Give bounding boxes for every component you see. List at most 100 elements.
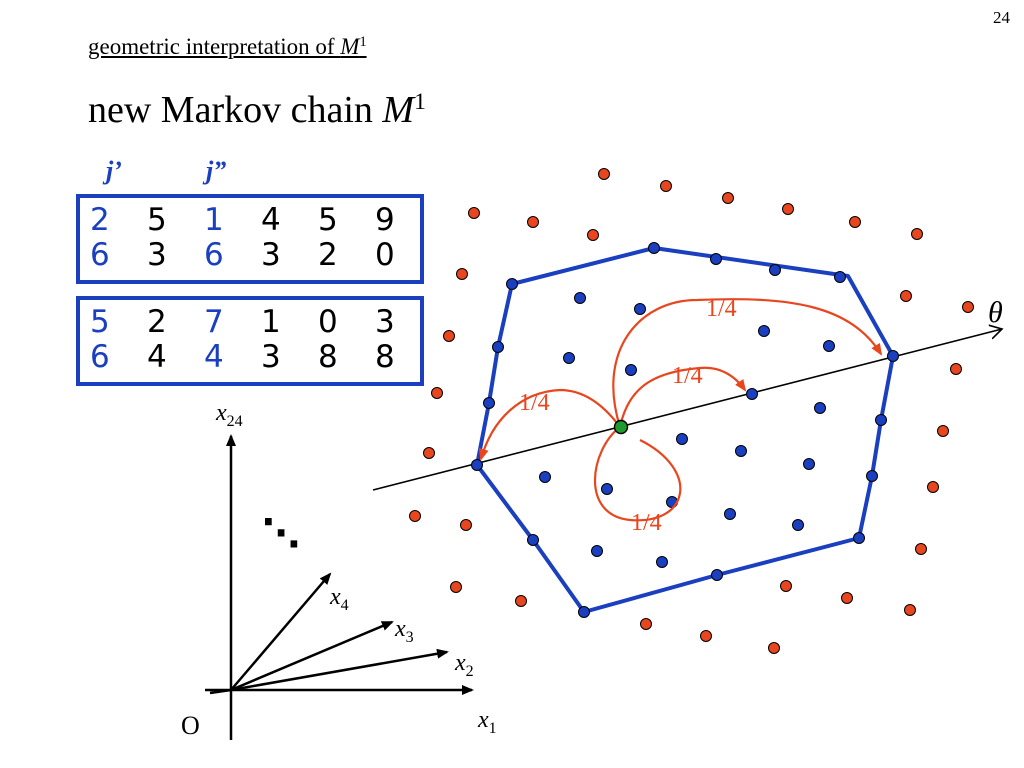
red-point bbox=[927, 481, 939, 493]
column-label-j-double-prime: j” bbox=[206, 156, 227, 185]
slide-title: new Markov chain M1 bbox=[88, 88, 426, 132]
table-cell: 9 bbox=[375, 202, 395, 238]
axis-x4 bbox=[230, 572, 332, 691]
red-point bbox=[904, 604, 916, 616]
probability-label: 1/4 bbox=[631, 510, 662, 536]
table-cell: 6 bbox=[90, 237, 110, 273]
blue-point bbox=[803, 458, 815, 470]
blue-point bbox=[823, 340, 835, 352]
blue-point bbox=[853, 532, 865, 544]
heading-text: geometric interpretation of bbox=[88, 34, 341, 59]
probability-label: 1/4 bbox=[706, 296, 737, 322]
red-point bbox=[443, 330, 455, 342]
title-text: new Markov chain bbox=[88, 89, 383, 131]
red-point bbox=[950, 363, 962, 375]
red-point bbox=[409, 510, 421, 522]
blue-point bbox=[563, 352, 575, 364]
blue-point bbox=[676, 433, 688, 445]
table-cell: 3 bbox=[375, 304, 395, 340]
table-cell: 4 bbox=[261, 202, 281, 238]
red-point bbox=[456, 268, 468, 280]
red-point bbox=[782, 203, 794, 215]
axis-label-x2: x2 bbox=[454, 650, 474, 680]
table-cell: 5 bbox=[90, 304, 110, 340]
slide-heading: geometric interpretation of M1 bbox=[88, 34, 367, 60]
blue-point bbox=[506, 278, 518, 290]
transition-arrow-loop bbox=[594, 426, 682, 522]
red-point bbox=[640, 618, 652, 630]
table-cell: 2 bbox=[318, 237, 338, 273]
blue-point bbox=[746, 388, 758, 400]
transition-arrow-mid bbox=[618, 366, 747, 428]
table-cell: 8 bbox=[318, 339, 338, 375]
red-point bbox=[587, 229, 599, 241]
table-cell: 0 bbox=[318, 304, 338, 340]
red-point bbox=[768, 642, 780, 654]
axis-x3 bbox=[230, 620, 394, 692]
blue-point bbox=[483, 397, 495, 409]
transition-arrow-left bbox=[478, 388, 621, 461]
axis-label-x1: x1 bbox=[477, 707, 497, 737]
red-point bbox=[660, 180, 672, 192]
blue-point bbox=[634, 303, 646, 315]
blue-point bbox=[866, 470, 878, 482]
table-cell: 4 bbox=[147, 339, 167, 375]
red-point bbox=[962, 301, 974, 313]
blue-point bbox=[601, 483, 613, 495]
table-cell: 3 bbox=[261, 237, 281, 273]
transition-arrows bbox=[478, 298, 883, 522]
axes-ellipsis: ⋱ bbox=[262, 511, 300, 555]
theta-direction-line bbox=[372, 329, 1002, 491]
transition-arrow-up-right bbox=[612, 298, 883, 428]
red-point bbox=[780, 580, 792, 592]
table-cell: 6 bbox=[90, 339, 110, 375]
table-cell: 1 bbox=[204, 202, 224, 238]
red-point bbox=[937, 425, 949, 437]
table-cell: 5 bbox=[318, 202, 338, 238]
blue-point bbox=[724, 508, 736, 520]
coordinate-axes bbox=[205, 434, 474, 740]
blue-point bbox=[769, 264, 781, 276]
red-point bbox=[915, 543, 927, 555]
current-state-point bbox=[613, 419, 629, 435]
blue-point bbox=[574, 292, 586, 304]
probability-labels: 1/4 1/4 1/4 1/4 bbox=[519, 296, 737, 536]
blue-point bbox=[710, 253, 722, 265]
axis-label-x24: x24 bbox=[215, 400, 243, 430]
table-cell: 6 bbox=[204, 237, 224, 273]
blue-point bbox=[471, 459, 483, 471]
blue-point bbox=[656, 556, 668, 568]
blue-point bbox=[735, 445, 747, 457]
table-cell: 8 bbox=[375, 339, 395, 375]
blue-point bbox=[492, 341, 504, 353]
red-point bbox=[460, 519, 472, 531]
probability-label: 1/4 bbox=[519, 390, 550, 416]
red-point bbox=[722, 192, 734, 204]
red-point bbox=[700, 630, 712, 642]
axis-stub bbox=[209, 688, 232, 695]
blue-point bbox=[539, 471, 551, 483]
blue-point bbox=[648, 242, 660, 254]
table-cell: 3 bbox=[261, 339, 281, 375]
red-point bbox=[515, 595, 527, 607]
blue-point bbox=[591, 545, 603, 557]
axis-label-x4: x4 bbox=[329, 584, 349, 614]
axis-label-x3: x3 bbox=[394, 616, 414, 646]
red-point bbox=[468, 207, 480, 219]
red-point bbox=[849, 216, 861, 228]
inner-blue-points bbox=[471, 242, 899, 618]
column-label-j-prime: j’ bbox=[106, 156, 122, 185]
blue-point bbox=[758, 325, 770, 337]
page-number: 24 bbox=[993, 8, 1010, 27]
table-cell: 0 bbox=[375, 237, 395, 273]
blue-point bbox=[711, 569, 723, 581]
blue-point bbox=[834, 271, 846, 283]
title-sup: 1 bbox=[414, 89, 426, 116]
axis-labels: x24 x4 x3 x2 x1 bbox=[215, 400, 497, 737]
